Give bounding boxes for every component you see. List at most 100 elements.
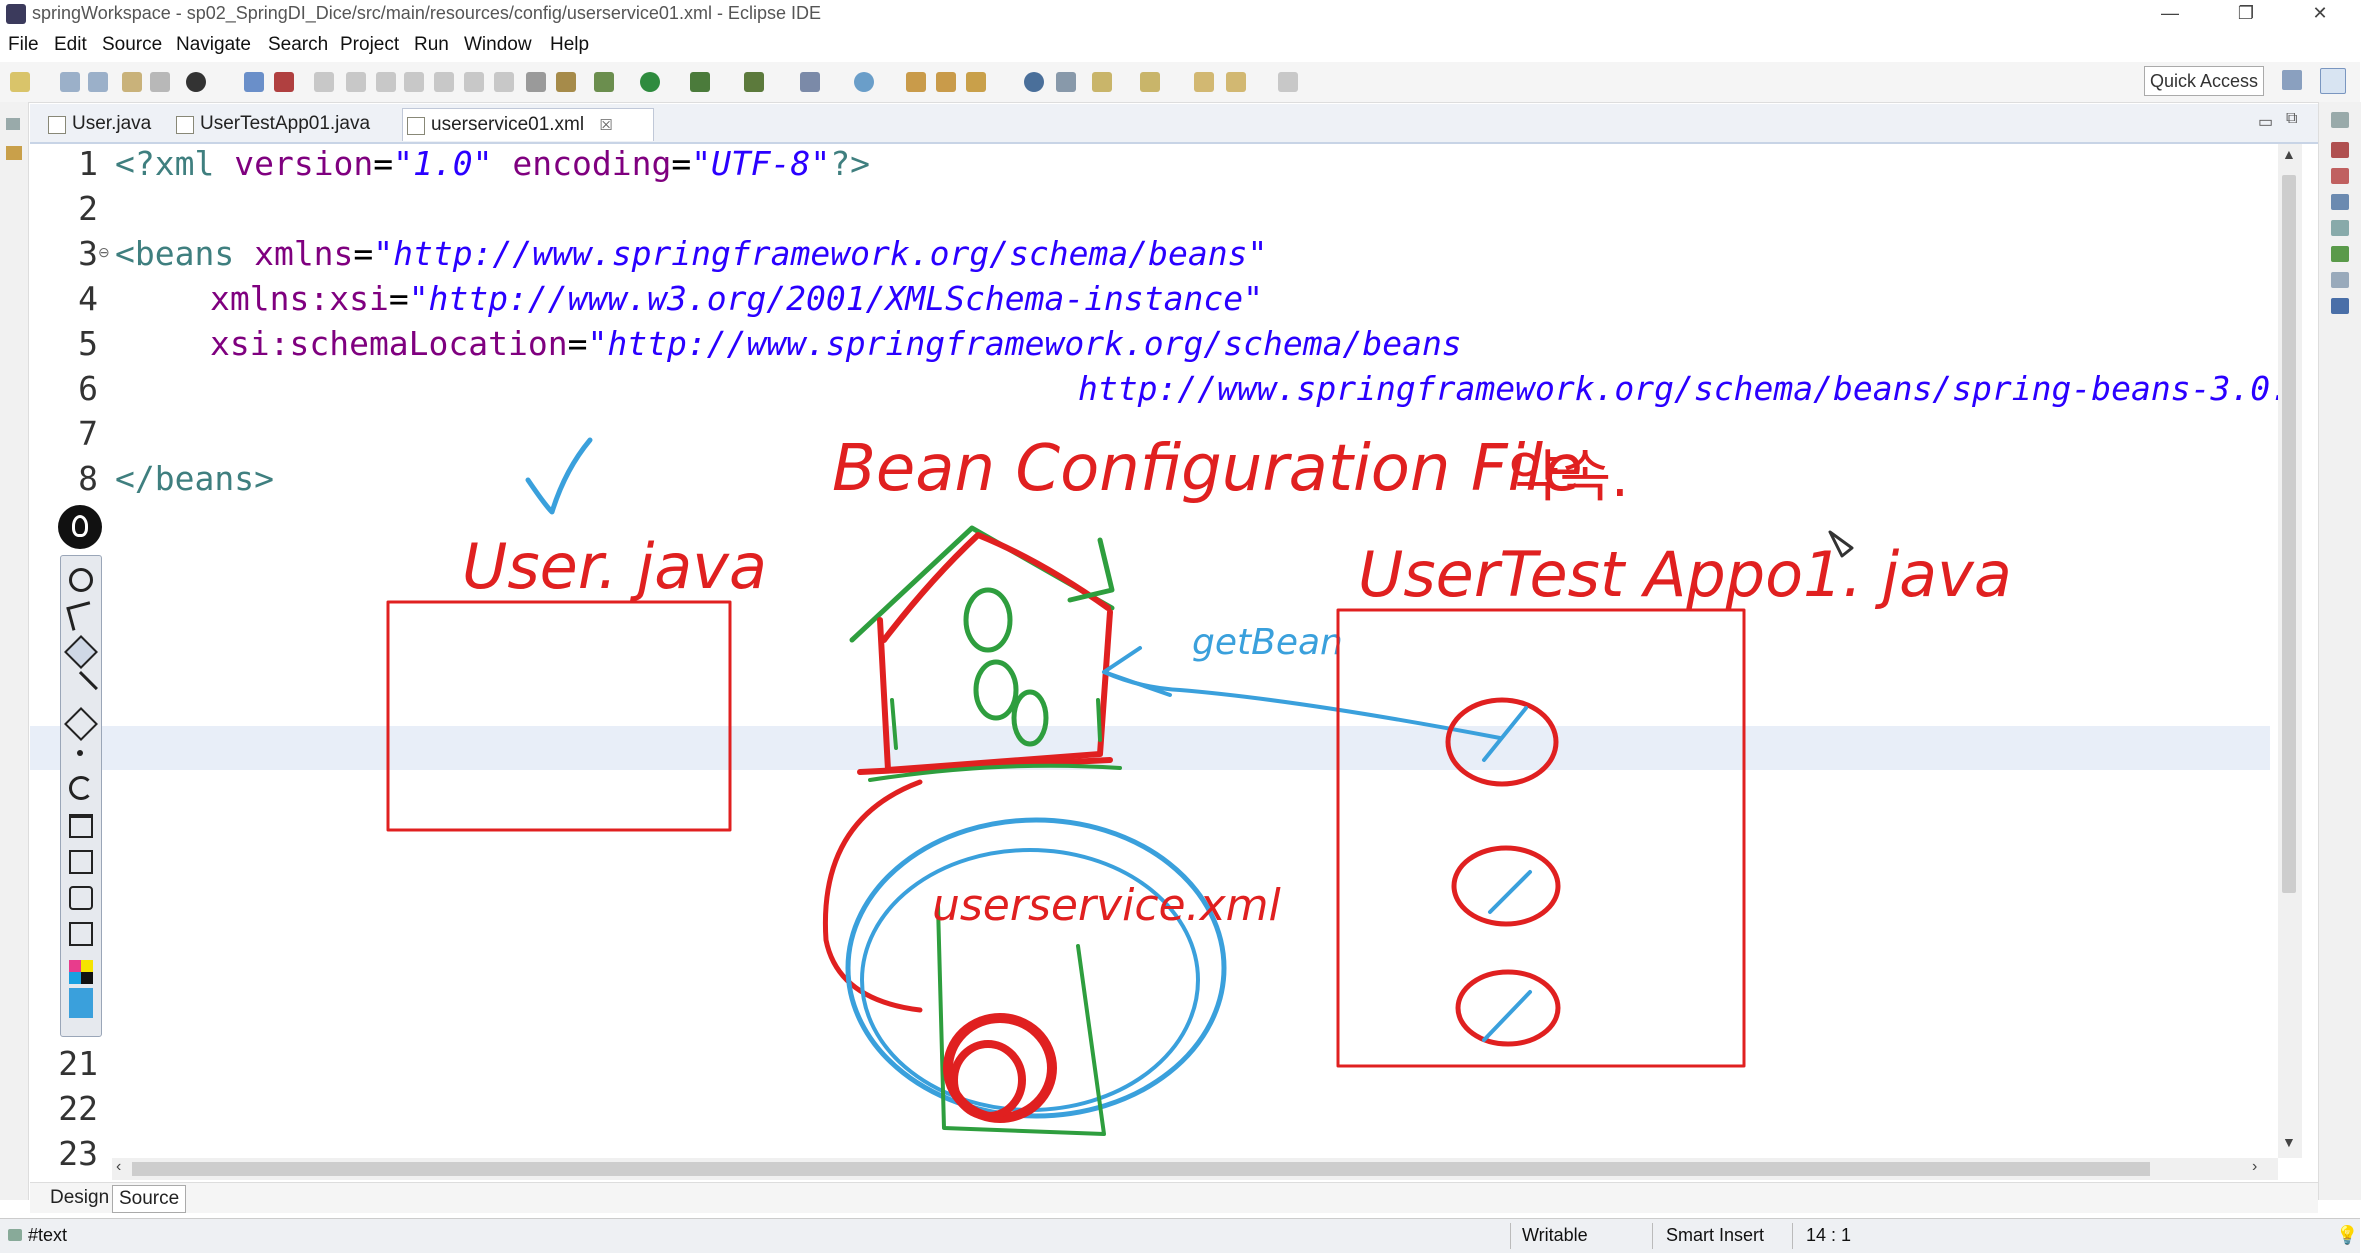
restore-button[interactable]: ❐	[2237, 3, 2255, 23]
tab-source[interactable]: Source	[112, 1185, 187, 1213]
use-step-filters-icon[interactable]	[556, 72, 576, 92]
code-token: encoding	[492, 144, 672, 183]
code-line-3: <beans xmlns="http://www.springframework…	[115, 234, 1267, 273]
menu-project[interactable]: Project	[340, 34, 400, 55]
disconnect-icon[interactable]	[404, 72, 424, 92]
scroll-down-icon[interactable]: ▼	[2282, 1134, 2296, 1150]
last-edit-location-icon[interactable]	[1194, 72, 1214, 92]
scroll-left-icon[interactable]: ‹	[116, 1158, 122, 1175]
window-title: springWorkspace - sp02_SpringDI_Dice/src…	[32, 3, 821, 23]
right-view-strip	[2318, 102, 2361, 1200]
data-source-icon[interactable]	[2331, 272, 2349, 288]
servers-icon[interactable]	[2331, 246, 2349, 262]
eye-icon[interactable]	[69, 568, 93, 592]
debug-run-icon[interactable]	[594, 72, 614, 92]
camera-icon[interactable]	[69, 886, 93, 910]
menu-edit[interactable]: Edit	[54, 34, 87, 55]
terminate-icon[interactable]	[376, 72, 396, 92]
current-color-swatch[interactable]	[69, 988, 93, 1018]
save-icon[interactable]	[60, 72, 80, 92]
horizontal-scroll-thumb[interactable]	[132, 1162, 2150, 1176]
minimize-button[interactable]: —	[2161, 3, 2179, 23]
external-tools-icon[interactable]	[744, 72, 764, 92]
next-annotation-icon[interactable]	[1092, 72, 1112, 92]
java-file-icon	[176, 116, 194, 134]
step-return-icon[interactable]	[494, 72, 514, 92]
package-explorer-icon[interactable]	[6, 146, 22, 160]
web-browser-icon[interactable]	[1024, 72, 1044, 92]
new-icon[interactable]	[10, 72, 30, 92]
drop-to-frame-icon[interactable]	[526, 72, 546, 92]
pen-tool-palette	[60, 555, 102, 1037]
skip-breakpoints-icon[interactable]	[274, 72, 294, 92]
color-cyan-swatch[interactable]	[69, 972, 81, 984]
eraser-icon[interactable]	[64, 707, 98, 741]
step-into-icon[interactable]	[434, 72, 454, 92]
code-line-1: <?xml version="1.0" encoding="UTF-8"?>	[115, 144, 870, 183]
color-black-swatch[interactable]	[81, 972, 93, 984]
back-icon[interactable]	[1226, 72, 1246, 92]
trash-icon[interactable]	[69, 814, 93, 838]
scroll-right-icon[interactable]: ›	[2252, 1158, 2258, 1175]
color-yellow-swatch[interactable]	[81, 960, 93, 972]
forward-icon[interactable]	[1278, 72, 1298, 92]
previous-annotation-icon[interactable]	[1140, 72, 1160, 92]
console-icon[interactable]	[2331, 298, 2349, 314]
undo-icon[interactable]	[69, 776, 93, 800]
menu-navigate[interactable]: Navigate	[176, 34, 251, 55]
fold-toggle-icon[interactable]: ⊖	[98, 244, 110, 260]
tab-user-java[interactable]: User.java	[44, 108, 151, 140]
coverage-icon[interactable]	[690, 72, 710, 92]
terminal-icon[interactable]	[244, 72, 264, 92]
step-over-icon[interactable]	[464, 72, 484, 92]
arrow-select-icon[interactable]	[66, 601, 96, 631]
javadoc-icon[interactable]	[2331, 220, 2349, 236]
new-java-package-icon[interactable]	[854, 72, 874, 92]
pen-tool-logo-icon[interactable]	[58, 505, 102, 549]
menu-search[interactable]: Search	[268, 34, 329, 55]
new-server-icon[interactable]	[800, 72, 820, 92]
pen-icon[interactable]	[64, 635, 98, 669]
save-all-icon[interactable]	[88, 72, 108, 92]
tab-design[interactable]: Design	[50, 1187, 110, 1208]
board-icon[interactable]	[69, 850, 93, 874]
xml-source-editor[interactable]: 1 2 3 ⊖ 4 5 6 7 8 21 22 23 <?xml version…	[30, 144, 2290, 1173]
vertical-scroll-thumb[interactable]	[2282, 175, 2296, 893]
open-task-icon[interactable]	[906, 72, 926, 92]
menu-window[interactable]: Window	[464, 34, 532, 55]
search-icon[interactable]	[1056, 72, 1076, 92]
debug-icon[interactable]	[186, 72, 206, 92]
print-icon[interactable]	[150, 72, 170, 92]
run-icon[interactable]	[640, 72, 660, 92]
color-magenta-swatch[interactable]	[69, 960, 81, 972]
menu-run[interactable]: Run	[414, 34, 449, 55]
clipboard-icon[interactable]	[69, 922, 93, 946]
restore-view-icon[interactable]	[6, 118, 20, 130]
task-list-icon[interactable]	[2331, 168, 2349, 184]
close-window-button[interactable]: ✕	[2312, 3, 2328, 23]
menu-help[interactable]: Help	[550, 34, 590, 55]
outline-icon[interactable]	[2331, 142, 2349, 158]
minimize-editor-icon[interactable]: ▭	[2258, 114, 2274, 131]
tab-usertestapp01-java[interactable]: UserTestApp01.java	[172, 108, 370, 140]
scroll-up-icon[interactable]: ▲	[2282, 146, 2296, 162]
line-number: 8	[78, 459, 98, 498]
open-type-icon[interactable]	[122, 72, 142, 92]
restore-view-icon[interactable]	[2331, 112, 2349, 128]
resume-icon[interactable]	[314, 72, 334, 92]
close-tab-icon[interactable]: ☒	[599, 117, 613, 134]
lightbulb-icon[interactable]: 💡	[2336, 1225, 2359, 1245]
tab-userservice01-xml[interactable]: userservice01.xml ☒	[402, 108, 654, 141]
open-folder-icon[interactable]	[936, 72, 956, 92]
maximize-editor-icon[interactable]: ⧉	[2286, 110, 2298, 127]
pencil-icon[interactable]	[966, 72, 986, 92]
quick-access-field[interactable]: Quick Access	[2144, 66, 2264, 96]
pen-size-icon[interactable]	[77, 750, 83, 756]
open-perspective-icon[interactable]	[2282, 70, 2302, 90]
problems-icon[interactable]	[2331, 194, 2349, 210]
java-ee-perspective-icon[interactable]	[2320, 68, 2346, 94]
menu-file[interactable]: File	[8, 34, 39, 55]
suspend-icon[interactable]	[346, 72, 366, 92]
menu-source[interactable]: Source	[102, 34, 163, 55]
line-icon[interactable]	[64, 671, 98, 705]
